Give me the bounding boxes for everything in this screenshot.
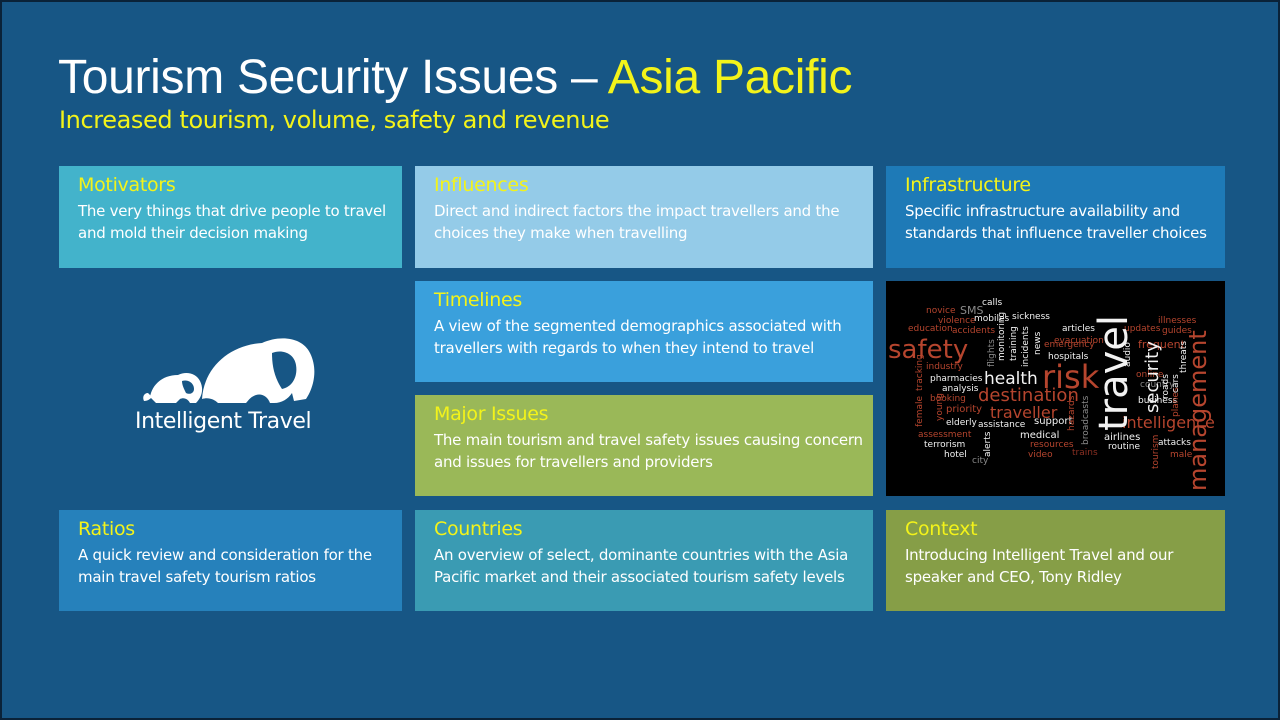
cloud-word: medical <box>1020 430 1060 441</box>
card-motivators: Motivators The very things that drive pe… <box>59 166 402 268</box>
cloud-word: routine <box>1108 442 1140 452</box>
cloud-word: travel <box>1091 314 1137 431</box>
card-body: Introducing Intelligent Travel and our s… <box>905 546 1174 586</box>
cloud-word: training <box>1009 326 1019 361</box>
card-heading: Influences <box>434 174 529 196</box>
cloud-word: risk <box>1042 358 1100 396</box>
cloud-word: online <box>1136 370 1164 380</box>
cloud-word: flights <box>987 339 997 367</box>
cloud-word: tourism <box>1151 434 1161 469</box>
cloud-word: mobiles <box>974 314 1010 324</box>
cloud-word: elderly <box>946 418 977 428</box>
cloud-word: resources <box>1030 440 1074 450</box>
card-heading: Context <box>905 518 978 540</box>
word-cloud-image: novice SMS calls violence mobiles sickne… <box>886 281 1225 496</box>
cloud-word: audio <box>1123 342 1133 367</box>
card-heading: Countries <box>434 518 523 540</box>
cloud-word: emergency <box>1044 340 1095 350</box>
cloud-word: accidents <box>952 326 996 336</box>
card-heading: Infrastructure <box>905 174 1031 196</box>
cloud-word: male <box>1170 450 1193 460</box>
cloud-word: frequent <box>1138 338 1185 351</box>
cloud-word: video <box>1028 450 1053 460</box>
cloud-word: evacuation <box>1054 336 1104 346</box>
cloud-word: attacks <box>1158 438 1191 448</box>
cloud-word: city <box>972 456 989 466</box>
card-influences: Influences Direct and indirect factors t… <box>415 166 873 268</box>
card-heading: Motivators <box>78 174 176 196</box>
card-body: Specific infrastructure availability and… <box>905 202 1207 242</box>
slide-title: Tourism Security Issues – Asia Pacific <box>58 50 853 105</box>
slide-subtitle: Increased tourism, volume, safety and re… <box>59 106 610 134</box>
cloud-word: trains <box>1072 448 1098 458</box>
card-body: The main tourism and travel safety issue… <box>434 431 863 471</box>
card-ratios: Ratios A quick review and consideration … <box>59 510 402 611</box>
cloud-word: roads <box>1161 374 1171 399</box>
cloud-word: airlines <box>1104 432 1141 443</box>
logo-text: Intelligent Travel <box>135 409 312 434</box>
cloud-word: hotel <box>944 450 967 460</box>
card-heading: Major Issues <box>434 403 549 425</box>
cloud-word: cars <box>1171 374 1181 393</box>
cloud-word: alerts <box>983 431 993 457</box>
card-body: A quick review and consideration for the… <box>78 546 372 586</box>
elephant-icon <box>143 338 315 403</box>
cloud-word: safety <box>888 335 969 365</box>
card-major-issues: Major Issues The main tourism and travel… <box>415 395 873 496</box>
cloud-word: intelligence <box>1122 413 1215 432</box>
cloud-word: tracking <box>915 354 925 391</box>
cloud-word: SMS <box>960 304 984 317</box>
cloud-word: incidents <box>1021 326 1031 367</box>
card-body: The very things that drive people to tra… <box>78 202 386 242</box>
title-highlight: Asia Pacific <box>607 51 853 104</box>
cloud-word: articles <box>1062 324 1095 334</box>
cloud-word: assistance <box>978 420 1026 430</box>
cloud-word: sickness <box>1012 312 1050 322</box>
cloud-word: destination <box>978 385 1079 406</box>
cloud-word: health <box>984 369 1038 389</box>
cloud-word: broadcasts <box>1081 395 1091 445</box>
cloud-word: traveller <box>990 403 1058 422</box>
cloud-word: illnesses <box>1158 316 1197 326</box>
card-heading: Ratios <box>78 518 135 540</box>
cloud-word: hospitals <box>1048 352 1089 362</box>
cloud-word: threats <box>1179 340 1189 373</box>
card-timelines: Timelines A view of the segmented demogr… <box>415 281 873 382</box>
cloud-word: monitoring <box>997 311 1007 361</box>
card-countries: Countries An overview of select, dominan… <box>415 510 873 611</box>
card-context: Context Introducing Intelligent Travel a… <box>886 510 1225 611</box>
cloud-word: pharmacies <box>930 374 983 384</box>
card-infrastructure: Infrastructure Specific infrastructure a… <box>886 166 1225 268</box>
cloud-word: analysis <box>942 384 979 394</box>
cloud-word: female <box>915 395 925 427</box>
cloud-word: assessment <box>918 430 972 440</box>
cloud-word: novice <box>926 306 956 316</box>
cloud-word: country <box>1140 380 1175 390</box>
cloud-word: news <box>1033 331 1043 355</box>
cloud-word: security <box>1142 341 1163 413</box>
card-heading: Timelines <box>434 289 522 311</box>
cloud-word: young <box>935 393 945 421</box>
cloud-word: booking <box>930 394 966 404</box>
cloud-word: support <box>1034 416 1073 427</box>
cloud-word: priority <box>946 404 983 415</box>
cloud-word: management <box>1184 330 1212 491</box>
card-body: An overview of select, dominante countri… <box>434 546 849 586</box>
cloud-word: industry <box>926 362 963 372</box>
cloud-word: education <box>908 324 953 334</box>
title-main: Tourism Security Issues – <box>58 51 608 104</box>
cloud-word: updates <box>1124 324 1161 334</box>
cloud-word: calls <box>982 298 1003 308</box>
cloud-word: violence <box>938 316 976 326</box>
card-body: A view of the segmented demographics ass… <box>434 317 842 357</box>
cloud-word: hazards <box>1067 395 1077 431</box>
cloud-word: business <box>1138 396 1178 406</box>
cloud-word: guides <box>1162 326 1192 336</box>
card-body: Direct and indirect factors the impact t… <box>434 202 840 242</box>
cloud-word: terrorism <box>924 440 966 450</box>
